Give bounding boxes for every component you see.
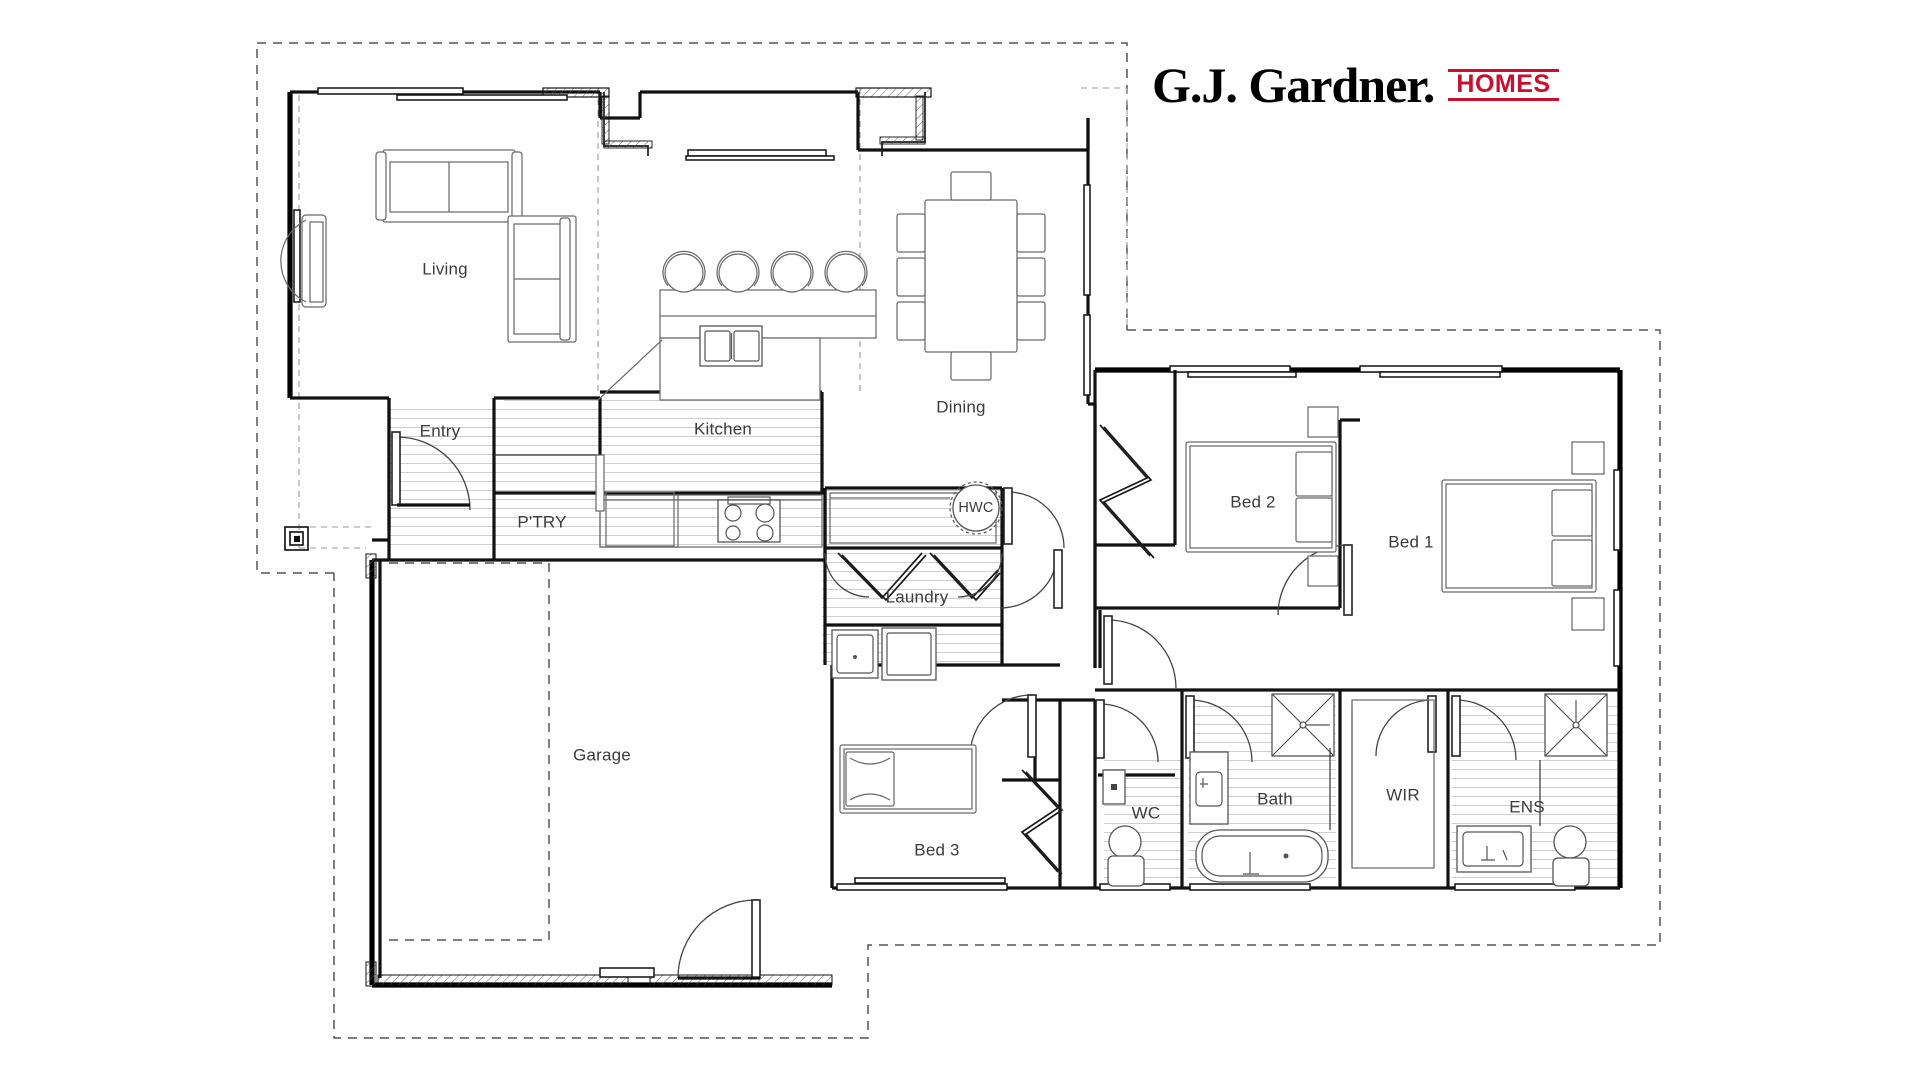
windows [293, 87, 1621, 891]
bed1-furniture [1441, 441, 1605, 631]
room-label-garage: Garage [573, 745, 631, 764]
brand-wordmark: G.J. Gardner. [1152, 57, 1435, 113]
room-label-bed1: Bed 1 [1388, 532, 1433, 551]
ens-fixtures [1456, 693, 1608, 887]
room-label-bath: Bath [1257, 789, 1293, 808]
room-label-wir: WIR [1386, 785, 1420, 804]
north-wall-detail [542, 87, 932, 156]
bed3-furniture [839, 744, 977, 814]
garage-structure [365, 553, 833, 988]
wir-fixtures [1351, 699, 1435, 869]
room-label-ptry: P'TRY [517, 512, 566, 531]
bath-fixtures [1189, 693, 1335, 883]
room-label-ens: ENS [1509, 797, 1545, 816]
room-label-kitchen: Kitchen [694, 419, 752, 438]
room-label-entry: Entry [420, 421, 461, 440]
room-label-living: Living [422, 259, 468, 278]
site-boundary-secondary [298, 87, 1128, 549]
brand-rule-top [1448, 69, 1559, 72]
room-label-dining: Dining [936, 397, 985, 416]
brand-rule-bottom [1448, 98, 1559, 101]
meter-box-icon [284, 526, 309, 551]
room-labels: Living Entry Kitchen P'TRY Dining HWC La… [420, 259, 1545, 859]
room-label-hwc: HWC [958, 500, 993, 516]
room-label-wc: WC [1132, 803, 1161, 822]
living-furniture [280, 149, 577, 343]
wc-fixtures [1102, 769, 1145, 887]
room-label-bed3: Bed 3 [914, 840, 959, 859]
dining-furniture [896, 171, 1046, 381]
brand-homes-text: HOMES [1456, 70, 1551, 98]
kitchen-fixtures [595, 250, 877, 548]
brand-logo: G.J. Gardner. HOMES [1152, 57, 1559, 113]
hot-water-cylinder-icon [949, 481, 1003, 535]
cooktop-icon [717, 496, 781, 543]
room-label-laundry: Laundry [886, 587, 949, 606]
brand-homes-badge: HOMES [1448, 69, 1559, 101]
room-label-bed2: Bed 2 [1230, 492, 1275, 511]
bed2-furniture [1185, 406, 1339, 587]
doors [372, 424, 1517, 875]
laundry-fixtures [829, 481, 1003, 681]
